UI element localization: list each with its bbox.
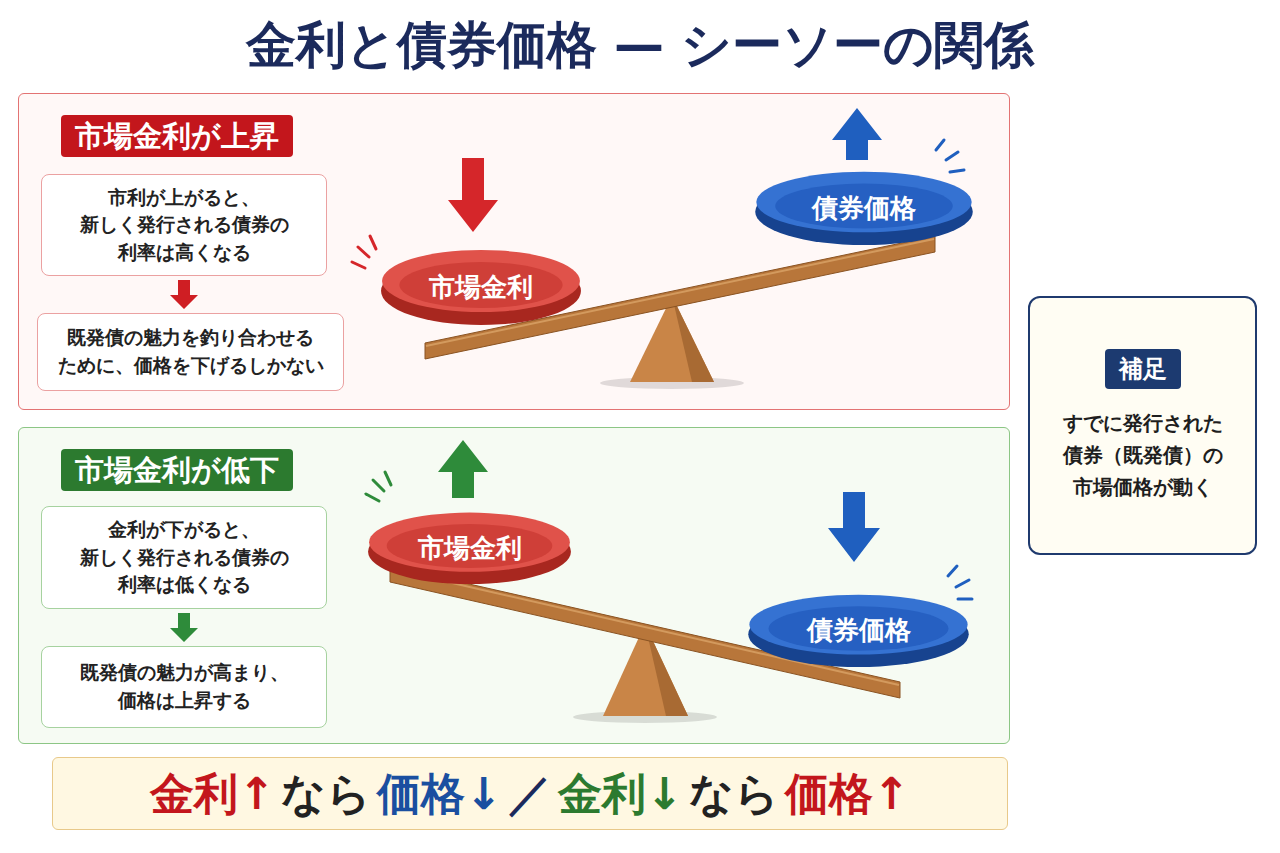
motion-lines [366,472,391,501]
interest-plate: 市場金利 [366,504,573,586]
summary-text: 金利↑ [150,764,275,824]
summary-text: 価格↓ [377,764,502,824]
box-text: 金利が下がると、 新しく発行される債券の 利率は低くなる [54,516,314,599]
down-arrow [448,158,498,232]
diagram-title: 金利と債券価格 — シーソーの関係 [0,10,1280,80]
interest-plate: 市場金利 [379,241,583,327]
motion-line [385,472,391,485]
panel-heading: 市場金利が上昇 [61,115,293,157]
summary-text: 価格↑ [785,764,910,824]
fall-panel: 市場金利が低下金利が下がると、 新しく発行される債券の 利率は低くなる既発債の魅… [18,427,1010,744]
bond-price-plate: 債券価格 [753,163,975,247]
panel-ground [18,93,1010,410]
note-text: すでに発行された 債券（既発債）の 市場価格が動く [1044,407,1241,503]
explanation-box: 既発債の魅力を釣り合わせる ために、価格を下げるしかない [37,313,344,391]
panel-ground [18,427,1010,744]
plate-label: 債券価格 [807,613,911,648]
plate-top [756,172,971,233]
box-text: 市利が上がると、 新しく発行される債券の 利率は高くなる [54,184,314,267]
motion-line [373,480,384,491]
plate-label: 市場金利 [418,531,522,566]
summary-text: 金利↓ [558,764,683,824]
summary-line: 金利↑なら価格↓／金利↓なら価格↑ [147,764,913,824]
up-arrow [438,440,488,498]
plate-top [382,250,580,312]
summary-text: なら [281,764,371,824]
motion-line [956,580,969,587]
plate-well [769,606,949,650]
rise-panel: 市場金利が上昇市利が上がると、 新しく発行される債券の 利率は高くなる既発債の魅… [18,93,1010,410]
motion-line [352,262,365,268]
motion-lines [936,140,964,172]
motion-line [358,247,369,257]
motion-line [948,566,957,576]
bond-price-plate: 債券価格 [746,586,971,669]
plate-label: 債券価格 [812,191,916,226]
motion-lines [352,236,376,268]
box-text: 既発債の魅力を釣り合わせる ために、価格を下げるしかない [50,324,331,379]
fulcrum-side [672,296,714,382]
flow-arrow [170,613,198,642]
up-arrow [832,108,882,160]
explanation-box: 金利が下がると、 新しく発行される債券の 利率は低くなる [41,506,327,609]
panel-heading: 市場金利が低下 [61,449,293,491]
motion-line [946,152,958,160]
motion-line [936,140,944,150]
note-box: 補足すでに発行された 債券（既発債）の 市場価格が動く [1028,296,1257,555]
explanation-box: 既発債の魅力が高まり、 価格は上昇する [41,646,327,728]
plate-top [749,595,967,655]
explanation-box: 市利が上がると、 新しく発行される債券の 利率は高くなる [41,174,327,276]
motion-line [370,236,376,249]
motion-line [958,598,972,601]
summary-text: なら [689,764,779,824]
plate-well [399,262,562,308]
down-arrow [828,492,880,562]
motion-line [950,170,964,172]
plate-well [387,524,553,568]
plate-label: 市場金利 [429,270,533,305]
summary-text: ／ [508,764,552,824]
plate-well [775,184,953,229]
note-badge: 補足 [1105,349,1181,389]
plate-top [369,513,570,572]
motion-lines [948,566,972,599]
summary-banner: 金利↑なら価格↓／金利↓なら価格↑ [52,757,1008,830]
box-text: 既発債の魅力が高まり、 価格は上昇する [54,659,314,714]
flow-arrow [170,280,198,309]
motion-line [366,494,379,501]
